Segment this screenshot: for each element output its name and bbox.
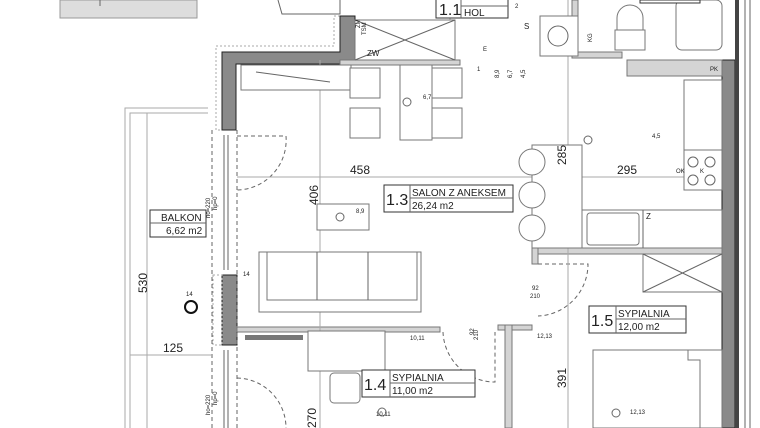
dim-458: 458 — [350, 163, 370, 177]
note-pk: PK — [710, 67, 718, 73]
note-hp-2: hp=0 — [213, 391, 219, 405]
note-z: Z — [646, 212, 651, 221]
door-bedroom-1-5[interactable] — [537, 263, 589, 317]
room-label-1-4: 1.4 SYPIALNIA 11,00 m2 — [361, 369, 476, 398]
coffee-table — [316, 203, 370, 231]
dining-table — [349, 64, 463, 141]
svg-text:BALKON: BALKON — [161, 213, 202, 224]
door-height: 210 — [530, 294, 541, 300]
svg-text:SYPIALNIA: SYPIALNIA — [392, 373, 444, 384]
note-zw: ZW — [367, 49, 380, 58]
svg-text:6,62 m2: 6,62 m2 — [166, 226, 203, 237]
balcony-outline — [124, 107, 208, 428]
dim-406: 406 — [307, 185, 321, 205]
svg-text:12,00 m2: 12,00 m2 — [618, 322, 660, 333]
room-label-1-3: 1.3 SALON Z ANEKSEM 26,24 m2 — [383, 184, 514, 213]
bar-stool — [518, 148, 546, 176]
door-height-2: 210 — [474, 329, 480, 340]
note-tsm: TSM — [362, 22, 368, 35]
dim-530: 530 — [136, 273, 150, 293]
svg-text:1.4: 1.4 — [364, 377, 386, 394]
note-kg: KG — [588, 33, 594, 42]
note-2: 2 — [515, 4, 519, 10]
balcony-doors — [211, 130, 287, 428]
svg-text:1.1: 1.1 — [439, 2, 461, 19]
dim-270: 270 — [305, 408, 319, 428]
door-width-2: 92 — [470, 328, 476, 335]
note-4-5-light: 4,5 — [652, 134, 661, 140]
boiler-icon — [547, 25, 569, 47]
kitchen — [518, 79, 723, 293]
door-bedroom-1-4[interactable] — [442, 331, 496, 383]
note-4-5: 4,5 — [521, 69, 527, 78]
chair — [329, 372, 361, 404]
dim-285: 285 — [555, 145, 569, 165]
svg-text:26,24 m2: 26,24 m2 — [412, 201, 454, 212]
bar-stool — [518, 181, 546, 209]
bar-stool — [518, 214, 546, 242]
sofa — [258, 251, 422, 313]
room-label-balkon: BALKON 6,62 m2 — [149, 209, 207, 238]
adjacent-structure — [59, 0, 198, 19]
sink — [586, 212, 640, 246]
note-s: S — [524, 22, 529, 31]
desk — [307, 330, 386, 372]
note-10-11-light: 10,11 — [376, 412, 391, 418]
outdoor-lamp-icon — [184, 300, 198, 314]
note-10-11: 10,11 — [410, 336, 425, 342]
note-6-7: 6,7 — [508, 69, 514, 78]
note-ho: ho=220 — [206, 197, 212, 218]
note-hp: hp=0 — [213, 196, 219, 210]
svg-text:HOL: HOL — [464, 8, 485, 19]
note-14-switch: 14 — [243, 272, 250, 278]
note-8-9: 8,9 — [495, 69, 501, 78]
note-8-9-light: 8,9 — [356, 209, 365, 215]
exterior-wall — [212, 0, 751, 428]
note-zm: ZM — [356, 19, 362, 28]
svg-text:11,00 m2: 11,00 m2 — [392, 386, 433, 397]
svg-text:SALON Z ANEKSEM: SALON Z ANEKSEM — [412, 188, 506, 199]
note-6-7-light: 6,7 — [423, 95, 432, 101]
note-1: 1 — [477, 67, 481, 73]
note-e: E — [483, 47, 487, 53]
svg-text:SYPIALNIA: SYPIALNIA — [618, 309, 670, 320]
door-width: 92 — [532, 286, 539, 292]
svg-text:1.5: 1.5 — [591, 313, 613, 330]
note-12-13-light: 12,13 — [630, 410, 646, 416]
note-ok: OK — [676, 169, 685, 175]
svg-text:1.3: 1.3 — [386, 192, 408, 209]
bed — [592, 349, 723, 428]
stair-fragment — [277, 0, 341, 15]
room-label-1-1: 1.1 HOL — [435, 0, 509, 19]
note-k: K — [700, 169, 704, 175]
room-label-1-5: 1.5 SYPIALNIA 12,00 m2 — [588, 305, 687, 334]
dim-391: 391 — [555, 368, 569, 388]
note-14: 14 — [186, 292, 193, 298]
wardrobe — [354, 19, 456, 61]
bathroom — [539, 0, 723, 57]
note-12-13: 12,13 — [537, 334, 553, 340]
dim-125: 125 — [163, 341, 183, 355]
note-ho-2: ho=220 — [206, 394, 212, 415]
dim-295: 295 — [617, 163, 637, 177]
